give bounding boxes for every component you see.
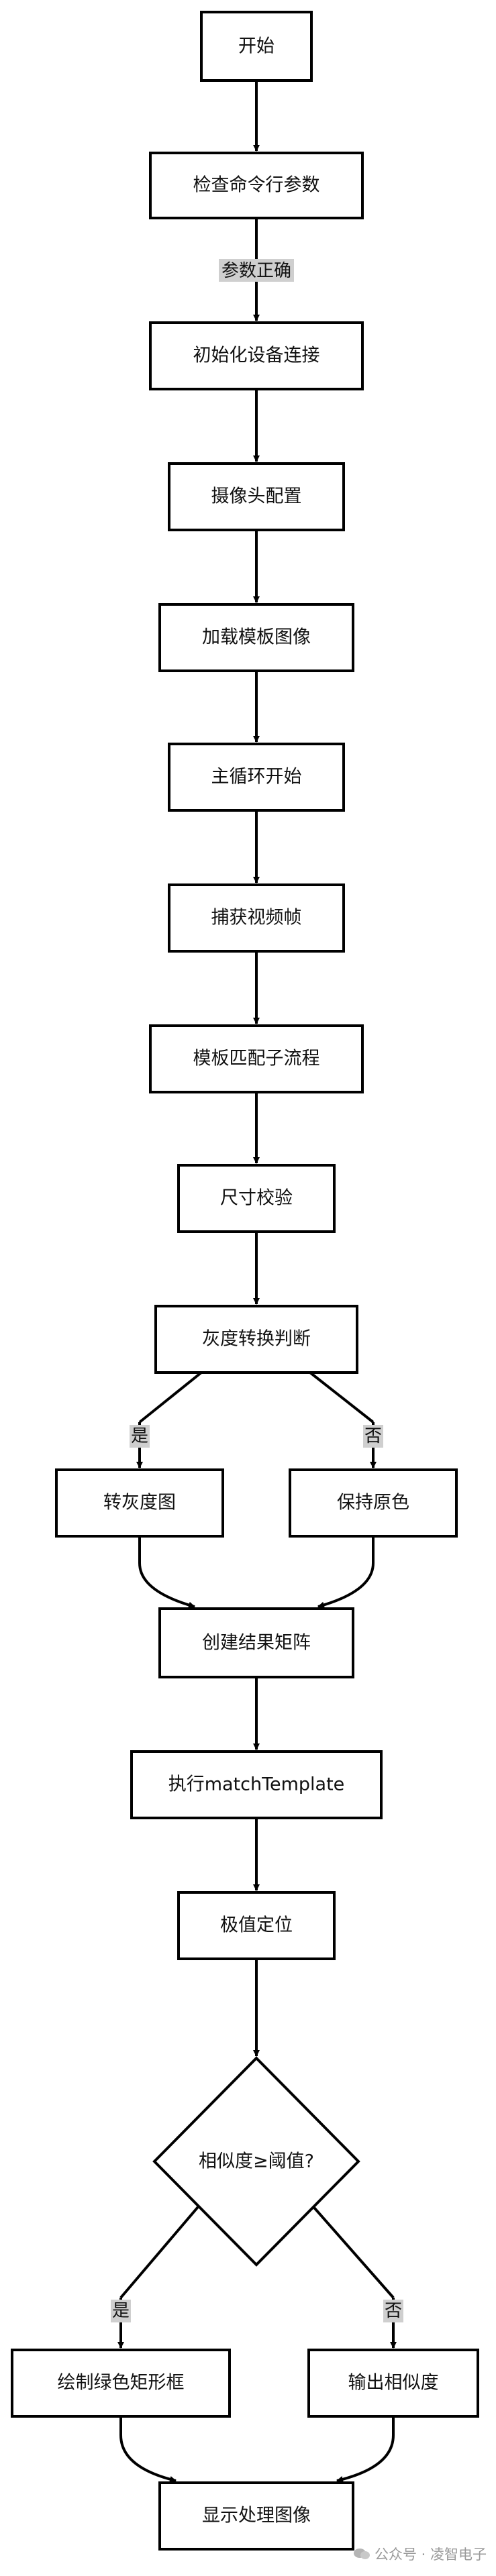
node-camera-config-box [168, 462, 345, 531]
node-size-check: 尺寸校验 [177, 1164, 336, 1233]
edge-label-sim-no-text: 否 [385, 2301, 402, 2321]
node-check-args: 检查命令行参数 [149, 152, 364, 219]
node-start: 开始 [200, 11, 313, 82]
node-to-gray: 转灰度图 [55, 1468, 224, 1538]
edge-label-args-ok-text: 参数正确 [221, 261, 291, 281]
node-template-match-flow-box [149, 1024, 364, 1093]
watermark: 公众号 · 凌智电子 [353, 2544, 487, 2564]
node-show-image-label: 显示处理图像 [202, 2506, 311, 2526]
watermark-text: 公众号 · 凌智电子 [374, 2546, 487, 2563]
edge-to-gray-to-create-result [138, 1536, 195, 1609]
node-similarity-decision-diamond [152, 2056, 360, 2267]
node-init-device-box [149, 321, 364, 390]
node-run-match: 执行matchTemplate [130, 1750, 383, 1819]
edge-output-similarity-to-show-image [336, 2416, 395, 2483]
node-show-image: 显示处理图像 [158, 2481, 354, 2551]
edge-label-args-ok-bg [219, 259, 294, 282]
node-create-result: 创建结果矩阵 [158, 1607, 354, 1678]
node-size-check-box [177, 1164, 336, 1233]
node-to-gray-label: 转灰度图 [103, 1493, 176, 1513]
edge-label-sim-no-bg [383, 2300, 403, 2322]
edge-label-gray-yes-text: 是 [131, 1426, 148, 1446]
edge-label-sim-yes-bg [111, 2300, 131, 2322]
edge-gray-decision-to-keep-color [309, 1371, 375, 1424]
node-output-similarity-label: 输出相似度 [348, 2373, 439, 2394]
node-keep-color-box [289, 1468, 458, 1538]
node-init-device: 初始化设备连接 [149, 321, 364, 390]
node-to-gray-box [55, 1468, 224, 1538]
edge-label-sim-yes: 是 [111, 2300, 131, 2322]
wechat-icon [353, 2548, 370, 2559]
node-show-image-box [158, 2481, 354, 2551]
edge-label-sim-no: 否 [383, 2300, 403, 2322]
node-main-loop-label: 主循环开始 [211, 767, 302, 788]
edge-label-gray-no: 否 [363, 1425, 383, 1448]
node-similarity-decision: 相似度≥阈值? [152, 2056, 360, 2267]
edge-label-gray-no-bg [363, 1425, 383, 1448]
node-similarity-decision-label: 相似度≥阈值? [199, 2151, 314, 2172]
node-locate-extreme-label: 极值定位 [220, 1915, 293, 1936]
node-camera-config: 摄像头配置 [168, 462, 345, 531]
node-size-check-label: 尺寸校验 [220, 1188, 293, 1209]
node-gray-decision: 灰度转换判断 [154, 1305, 358, 1374]
edge-labels: 参数正确 是 否 是 否 [111, 259, 403, 2322]
edge-draw-rect-to-show-image [119, 2416, 177, 2483]
edge-label-gray-yes: 是 [130, 1425, 150, 1448]
node-start-box [200, 11, 313, 82]
node-load-template-label: 加载模板图像 [202, 627, 311, 648]
node-locate-extreme: 极值定位 [177, 1891, 336, 1960]
node-template-match-flow-label: 模板匹配子流程 [193, 1049, 320, 1069]
edge-label-gray-no-text: 否 [364, 1426, 382, 1446]
node-camera-config-label: 摄像头配置 [211, 486, 302, 507]
node-output-similarity: 输出相似度 [307, 2349, 479, 2418]
node-keep-color: 保持原色 [289, 1468, 458, 1538]
node-output-similarity-box [307, 2349, 479, 2418]
edge-similarity-decision-to-output-similarity [309, 2202, 395, 2299]
node-load-template: 加载模板图像 [158, 603, 354, 672]
node-main-loop: 主循环开始 [168, 743, 345, 812]
node-check-args-label: 检查命令行参数 [193, 175, 320, 196]
node-keep-color-label: 保持原色 [337, 1493, 409, 1513]
edge-similarity-decision-to-draw-rect [119, 2202, 203, 2299]
node-capture-frame-label: 捕获视频帧 [211, 908, 302, 928]
edge-gray-decision-to-to-gray [138, 1371, 203, 1424]
node-gray-decision-box [154, 1305, 358, 1374]
node-load-template-box [158, 603, 354, 672]
node-create-result-box [158, 1607, 354, 1678]
edge-label-sim-yes-text: 是 [112, 2301, 130, 2321]
node-draw-rect: 绘制绿色矩形框 [11, 2349, 231, 2418]
node-create-result-label: 创建结果矩阵 [202, 1633, 311, 1654]
node-template-match-flow: 模板匹配子流程 [149, 1024, 364, 1093]
node-draw-rect-label: 绘制绿色矩形框 [58, 2373, 185, 2394]
edge-keep-color-to-create-result [317, 1536, 375, 1609]
nodes: 开始 检查命令行参数 初始化设备连接 摄像头配置 加载模板图像 主循环开始 捕获… [11, 11, 479, 2551]
node-capture-frame-box [168, 883, 345, 953]
node-start-label: 开始 [238, 36, 275, 57]
node-draw-rect-box [11, 2349, 231, 2418]
edge-label-gray-yes-bg [130, 1425, 150, 1448]
node-gray-decision-label: 灰度转换判断 [202, 1329, 311, 1350]
node-init-device-label: 初始化设备连接 [193, 345, 320, 366]
node-capture-frame: 捕获视频帧 [168, 883, 345, 953]
edge-label-args-ok: 参数正确 [219, 259, 294, 282]
node-run-match-box [130, 1750, 383, 1819]
node-check-args-box [149, 152, 364, 219]
node-locate-extreme-box [177, 1891, 336, 1960]
node-run-match-label: 执行matchTemplate [168, 1774, 345, 1795]
node-main-loop-box [168, 743, 345, 812]
